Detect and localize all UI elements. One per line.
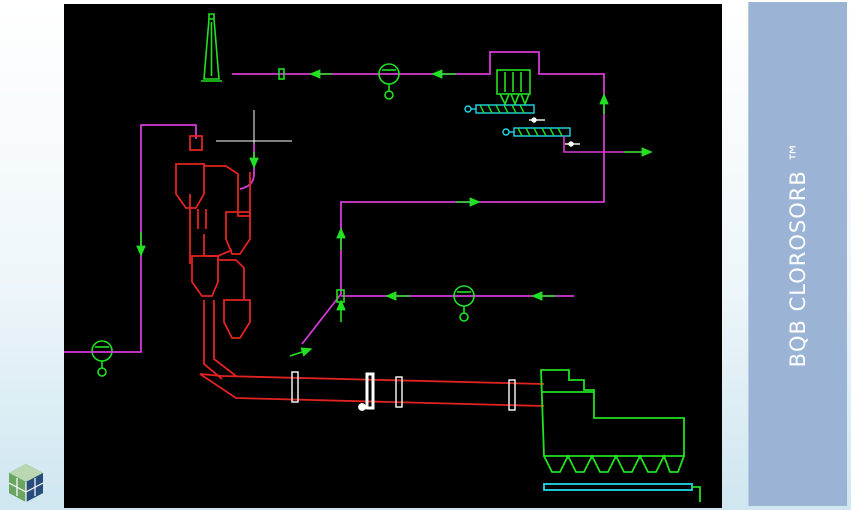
brand-title: BQB CLOROSORB ™ — [786, 140, 810, 368]
screw-conveyor-icon — [464, 104, 545, 123]
rotary-kiln-icon — [199, 371, 545, 411]
conveyor-feed-line — [563, 136, 647, 153]
stack-icon — [201, 13, 222, 82]
process-flow-diagram — [64, 4, 722, 508]
inlet-gas-line — [64, 124, 197, 353]
clinker-cooler-icon — [540, 369, 701, 502]
fan-icon — [378, 63, 400, 100]
baghouse-filter-icon — [496, 69, 531, 107]
cube-logo-icon — [8, 464, 44, 502]
flow-arrows — [136, 69, 653, 357]
brand-sidebar: BQB CLOROSORB ™ — [748, 2, 847, 506]
fan-icon — [91, 340, 113, 377]
exhaust-gas-line — [232, 51, 605, 345]
cyclone-preheater-icon — [175, 135, 251, 380]
feed-line — [239, 144, 255, 190]
valve-icon — [278, 68, 285, 80]
screw-conveyor-icon — [502, 127, 580, 147]
fan-icon — [453, 285, 475, 322]
